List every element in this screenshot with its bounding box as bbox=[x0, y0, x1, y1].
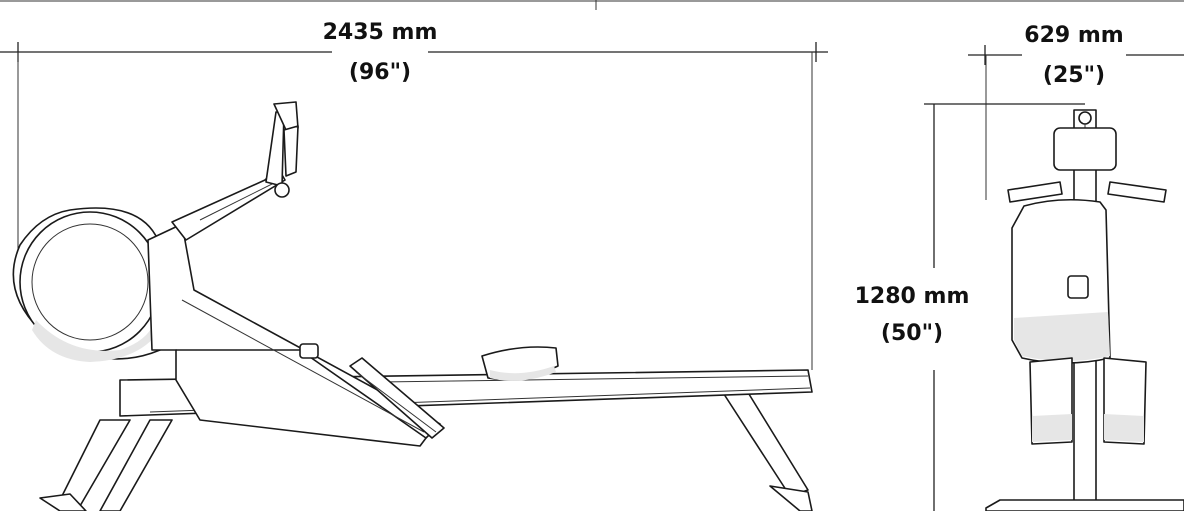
rower-side-view bbox=[12, 101, 813, 511]
height-imperial-label: (50") bbox=[881, 321, 943, 346]
height-metric-label: 1280 mm bbox=[855, 284, 970, 309]
length-imperial-label: (96") bbox=[349, 60, 411, 85]
width-dimension: 629 mm (25") bbox=[968, 23, 1184, 200]
height-dimension: 1280 mm (50") bbox=[855, 103, 1085, 511]
length-dimension: 2435 mm (96") bbox=[0, 20, 828, 370]
rower-front-view bbox=[985, 109, 1184, 511]
length-metric-label: 2435 mm bbox=[323, 20, 438, 45]
width-imperial-label: (25") bbox=[1043, 63, 1105, 88]
width-metric-label: 629 mm bbox=[1024, 23, 1123, 48]
